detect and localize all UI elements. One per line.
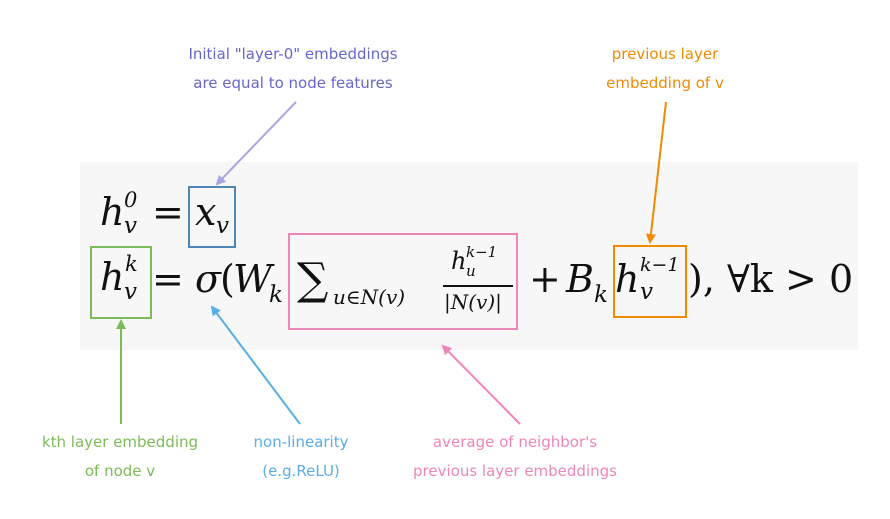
initial-embeddings-note: Initial "layer-0" embeddings are equal t… — [168, 40, 418, 98]
average-note-line-2: previous layer embeddings — [413, 462, 617, 480]
equals-sign: = — [152, 190, 184, 234]
previous-h-superscript: k−1 — [640, 254, 680, 276]
plus-sign: + — [529, 257, 561, 301]
numerator-superscript: k−1 — [466, 243, 498, 261]
x-symbol: x — [195, 190, 217, 234]
neighbor-average-note: average of neighbor's previous layer emb… — [395, 428, 635, 486]
previous-note-line-2: embedding of v — [606, 74, 724, 92]
bias-subscript-k: k — [594, 282, 608, 308]
kth-note-line-2: of node v — [84, 462, 156, 480]
neighbor-average-box — [288, 233, 518, 330]
weight-subscript-k: k — [269, 282, 283, 308]
h-superscript-zero: 0 — [124, 188, 138, 212]
previous-h-symbol: h — [615, 257, 640, 301]
weight-symbol: W — [233, 257, 273, 301]
numerator-h: h — [451, 247, 467, 275]
initial-embedding-box — [188, 186, 236, 248]
nonlinearity-note-line-2: (e.g.ReLU) — [262, 462, 340, 480]
initial-note-line-2: are equal to node features — [193, 74, 393, 92]
sigma-symbol: σ — [195, 257, 221, 301]
h-symbol: h — [100, 190, 125, 234]
previous-embedding-note: previous layer embedding of v — [590, 40, 740, 98]
h-subscript-v: v — [124, 213, 137, 239]
h-symbol: h — [100, 255, 125, 299]
previous-arrow — [645, 101, 667, 244]
neighbor-average-arrow — [441, 344, 521, 425]
initial-note-line-1: Initial "layer-0" embeddings — [188, 45, 398, 63]
previous-h-subscript-v: v — [640, 279, 653, 305]
kth-embedding-note: kth layer embedding of node v — [30, 428, 210, 486]
nonlinearity-note: non-linearity (e.g.ReLU) — [236, 428, 366, 486]
kth-note-line-1: kth layer embedding — [41, 433, 199, 451]
denominator: |N(v)| — [444, 290, 502, 314]
h-subscript-v: v — [124, 279, 137, 305]
nonlinearity-note-line-1: non-linearity — [253, 433, 349, 451]
previous-note-line-1: previous layer — [611, 45, 719, 63]
average-note-line-1: average of neighbor's — [432, 433, 598, 451]
formula-background — [80, 162, 858, 350]
initial-arrow — [215, 101, 297, 186]
summation-symbol: ∑ — [297, 254, 329, 305]
h-superscript-k: k — [125, 252, 138, 276]
numerator-subscript-u: u — [466, 262, 476, 280]
bias-symbol: B — [566, 257, 594, 301]
nonlinearity-arrow — [210, 305, 301, 425]
open-paren: ( — [220, 257, 235, 301]
formula-tail: ), ∀k > 0 — [688, 257, 854, 301]
kth-embedding-box — [90, 246, 152, 319]
equals-sign: = — [152, 257, 184, 301]
fraction-bar — [443, 285, 513, 287]
summation-subscript: u∈N(v) — [333, 285, 406, 309]
x-subscript-v: v — [216, 213, 229, 239]
previous-embedding-box — [613, 245, 687, 318]
